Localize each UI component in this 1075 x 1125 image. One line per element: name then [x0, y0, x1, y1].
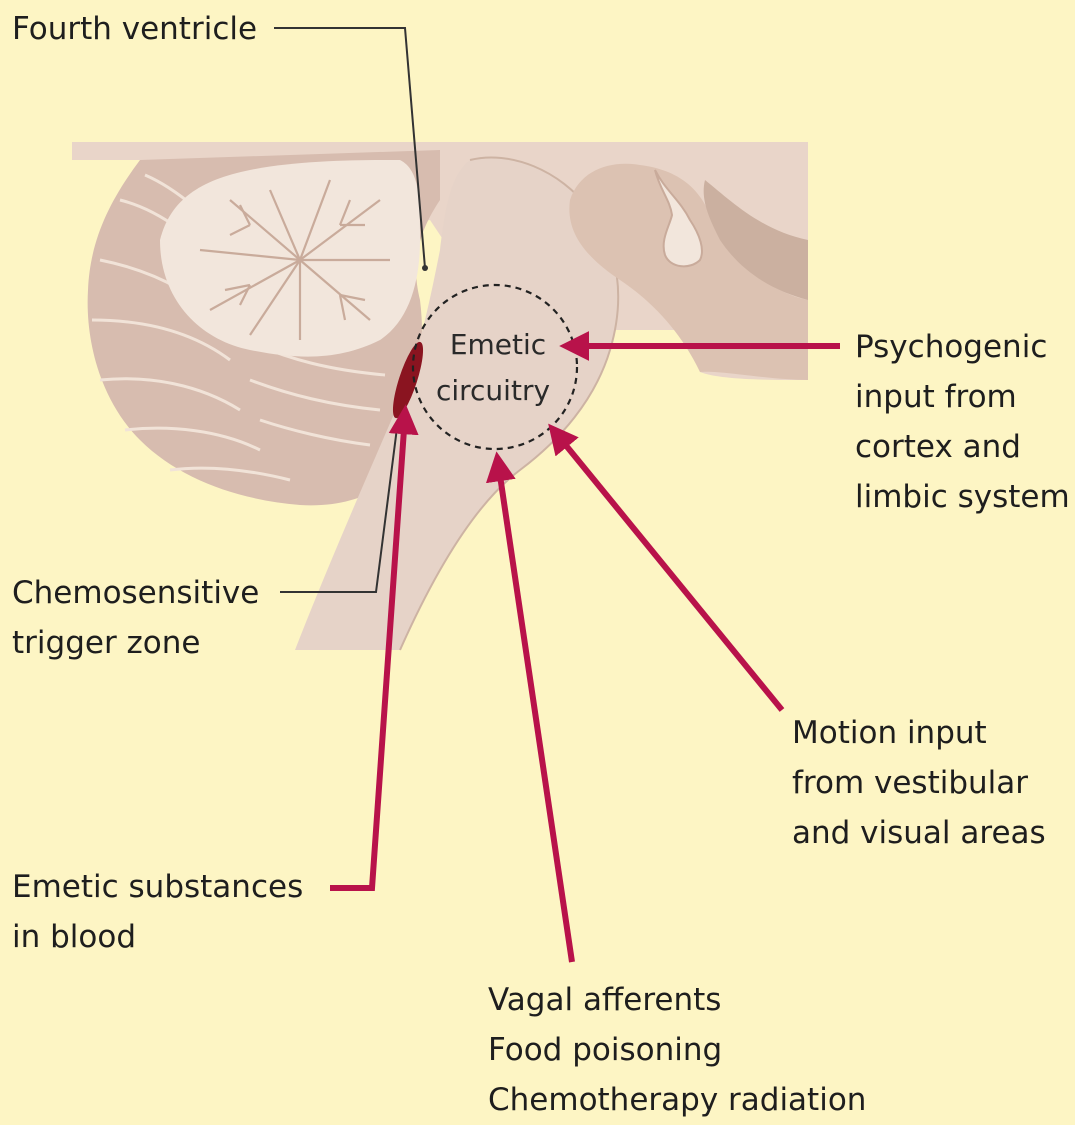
emetic-substances-line-1: Emetic substances [12, 862, 303, 912]
psychogenic-line-4: limbic system [855, 472, 1070, 522]
chemosensitive-label: Chemosensitive trigger zone [12, 568, 259, 668]
motion-label: Motion input from vestibular and visual … [792, 708, 1046, 858]
vagal-line-1: Vagal afferents [488, 975, 866, 1025]
motion-line-3: and visual areas [792, 808, 1046, 858]
psychogenic-line-2: input from [855, 372, 1070, 422]
emetic-substances-line-2: in blood [12, 912, 303, 962]
vagal-arrow [498, 462, 572, 962]
motion-line-1: Motion input [792, 708, 1046, 758]
psychogenic-line-1: Psychogenic [855, 322, 1070, 372]
fourth-ventricle-dot [422, 265, 428, 271]
psychogenic-label: Psychogenic input from cortex and limbic… [855, 322, 1070, 522]
vagal-line-3: Chemotherapy radiation [488, 1075, 866, 1125]
emetic-circuitry-line-1: Emetic [428, 322, 558, 368]
chemosensitive-line-2: trigger zone [12, 618, 259, 668]
chemosensitive-line-1: Chemosensitive [12, 568, 259, 618]
emetic-circuitry-line-2: circuitry [428, 368, 558, 414]
motion-line-2: from vestibular [792, 758, 1046, 808]
emetic-circuitry-label: Emetic circuitry [428, 322, 558, 414]
motion-arrow [555, 432, 782, 710]
psychogenic-line-3: cortex and [855, 422, 1070, 472]
emetic-substances-label: Emetic substances in blood [12, 862, 303, 962]
fourth-ventricle-text: Fourth ventricle [12, 4, 257, 54]
vagal-label: Vagal afferents Food poisoning Chemother… [488, 975, 866, 1125]
vagal-line-2: Food poisoning [488, 1025, 866, 1075]
fourth-ventricle-label: Fourth ventricle [12, 4, 257, 54]
